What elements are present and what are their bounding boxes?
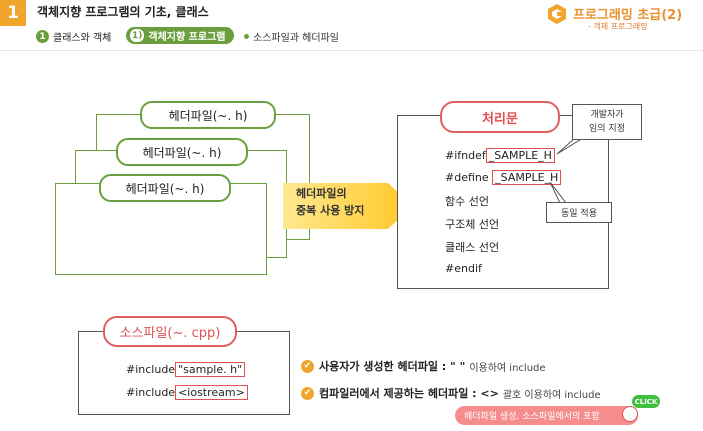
arrow-caption: 헤더파일의 중복 사용 방지 xyxy=(296,185,364,219)
breadcrumb-chapter[interactable]: 1 클래스와 객체 xyxy=(36,29,111,44)
header-divider xyxy=(0,50,703,51)
bullet-bold: 사용자가 생성한 헤더파일 : " " xyxy=(319,360,466,373)
course-brand: 프로그래밍 초급(2) xyxy=(573,8,683,23)
code-keyword: #include xyxy=(126,363,176,376)
topic-label: 소스파일과 헤더파일 xyxy=(253,33,339,44)
include-target-box: <iostream> xyxy=(175,385,248,400)
bullet-compiler-header: ✔ 컴파일러에서 제공하는 헤더파일 : <> 괄호 이용하여 include xyxy=(301,385,601,401)
callout-same-applied: 동일 적용 xyxy=(546,202,612,223)
page-title: 객체지향 프로그램의 기초, 클래스 xyxy=(37,5,209,19)
code-keyword: #ifndef xyxy=(445,149,486,162)
header-source-demo-button[interactable]: 헤더파일 생성, 소스파일에서의 포함 xyxy=(455,406,638,425)
header-file-label-front: 헤더파일(~. h) xyxy=(99,174,231,202)
click-cursor-icon xyxy=(622,406,638,422)
include-line-system: #include<iostream> xyxy=(126,385,248,400)
bullet-rest: 이용하여 include xyxy=(469,362,546,374)
bullet-dot-icon xyxy=(244,34,249,39)
callout-line1: 개발자가 xyxy=(590,110,624,120)
callout-pointer-top xyxy=(556,138,584,155)
header-file-label-middle: 헤더파일(~. h) xyxy=(116,138,248,166)
arrow-caption-line2: 중복 사용 방지 xyxy=(296,204,365,217)
click-badge[interactable]: CLICK xyxy=(632,395,660,408)
bullet-rest: 괄호 이용하여 include xyxy=(502,389,601,401)
include-target-box: "sample. h" xyxy=(175,362,246,377)
course-subtitle: - 객체 프로그래밍 xyxy=(588,22,648,31)
breadcrumb-section-active[interactable]: 1) 객체지향 프로그램 xyxy=(126,27,235,44)
header-file-label-back: 헤더파일(~. h) xyxy=(140,101,276,129)
brand-logo-icon xyxy=(548,4,566,24)
bullet-user-header: ✔ 사용자가 생성한 헤더파일 : " " 이용하여 include xyxy=(301,358,546,374)
checkmark-icon: ✔ xyxy=(301,359,314,373)
code-line-class-decl: 클래스 선언 xyxy=(445,241,500,254)
code-line-ifndef: #ifndef_SAMPLE_H xyxy=(445,148,555,163)
source-file-title: 소스파일(~. cpp) xyxy=(103,316,237,347)
code-keyword: #include xyxy=(126,386,176,399)
include-line-user: #include"sample. h" xyxy=(126,362,246,377)
macro-name-box: _SAMPLE_H xyxy=(485,148,555,163)
section-label: 객체지향 프로그램 xyxy=(148,32,226,43)
process-title: 처리문 xyxy=(440,101,560,133)
macro-name-box: _SAMPLE_H xyxy=(492,170,562,185)
checkmark-icon: ✔ xyxy=(301,386,314,400)
breadcrumb-topic[interactable]: 소스파일과 헤더파일 xyxy=(244,29,339,44)
bullet-bold: 컴파일러에서 제공하는 헤더파일 : <> xyxy=(319,387,499,400)
code-line-endif: #endif xyxy=(445,262,482,275)
flow-arrow-icon xyxy=(283,183,413,229)
callout-line2: 임의 지정 xyxy=(589,124,625,134)
code-line-function-decl: 함수 선언 xyxy=(445,195,489,208)
chapter-number: 1 xyxy=(36,30,49,43)
section-number: 1) xyxy=(130,29,145,42)
section-number-badge: 1 xyxy=(0,0,26,26)
code-keyword: #define xyxy=(445,171,493,184)
code-line-define: #define _SAMPLE_H xyxy=(445,170,562,185)
callout-pointer-bottom xyxy=(549,182,568,204)
chapter-label: 클래스와 객체 xyxy=(53,33,112,44)
code-line-struct-decl: 구조체 선언 xyxy=(445,218,500,231)
callout-developer-defined: 개발자가 임의 지정 xyxy=(572,104,642,140)
arrow-caption-line1: 헤더파일의 xyxy=(296,187,347,200)
